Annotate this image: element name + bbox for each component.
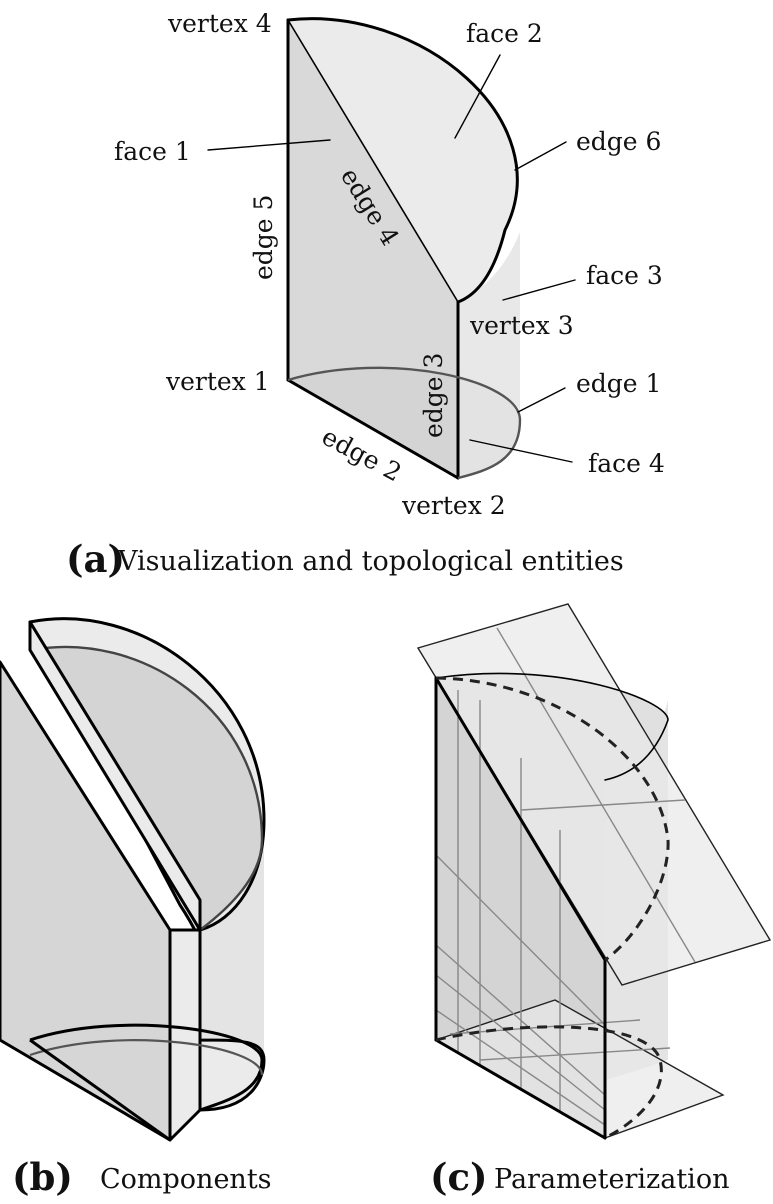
cap-outline <box>435 672 669 781</box>
face-1-shape <box>288 20 458 478</box>
face-4-component <box>29 1023 264 1112</box>
face-1-label: face 1 <box>114 137 191 166</box>
face-2-label: face 2 <box>466 19 543 48</box>
face-3-leader <box>502 279 576 301</box>
edge-3-strip <box>168 928 202 1142</box>
edge-1-line <box>287 366 522 480</box>
edge-2-line <box>286 378 460 480</box>
edge-1-component <box>29 1039 264 1076</box>
edge-6-line <box>286 17 519 304</box>
edge-5-label: edge 5 <box>249 195 278 280</box>
caption-a-text: Visualization and topological entities <box>117 546 624 577</box>
edge-1-label: edge 1 <box>576 369 661 398</box>
caption-c-tag: (c) <box>430 1155 488 1199</box>
caption-a-tag: (a) <box>66 537 125 581</box>
face-3-shape <box>458 232 520 410</box>
panel-a: vertex 4 face 2 face 1 edge 6 edge 5 edg… <box>66 9 665 581</box>
face-2-shape <box>288 18 518 302</box>
face-2-leader <box>454 54 501 139</box>
vertex-3-label: vertex 3 <box>469 311 574 340</box>
face-1-leader <box>207 139 331 151</box>
panel-c: (c) Parameterization <box>416 603 772 1199</box>
dashed-curve-bottom <box>435 1025 663 1140</box>
face-4-leader <box>469 439 573 463</box>
face-4-label: face 4 <box>588 449 665 478</box>
edge-4-line <box>287 19 459 303</box>
vertex-4-label: vertex 4 <box>167 9 272 38</box>
dashed-curve-top <box>435 676 670 962</box>
solid-edge-diag <box>434 676 607 962</box>
edge-3-label: edge 3 <box>419 353 448 438</box>
panel-b: (b) Components <box>0 617 272 1199</box>
edge-2-component <box>29 1038 171 1142</box>
vertex-2-label: vertex 2 <box>401 491 506 520</box>
face-4-shape <box>288 367 520 478</box>
face-3-label: face 3 <box>586 261 663 290</box>
edge-6-label: edge 6 <box>576 127 661 156</box>
caption-b-text: Components <box>100 1164 272 1195</box>
caption-b-tag: (b) <box>12 1155 73 1199</box>
edge-1-leader <box>517 387 566 413</box>
solid-edge-bottom <box>434 1038 607 1140</box>
param-grid <box>435 627 696 1126</box>
caption-c-text: Parameterization <box>494 1164 729 1195</box>
edge-6-leader <box>514 141 567 171</box>
vertex-1-label: vertex 1 <box>165 367 270 396</box>
